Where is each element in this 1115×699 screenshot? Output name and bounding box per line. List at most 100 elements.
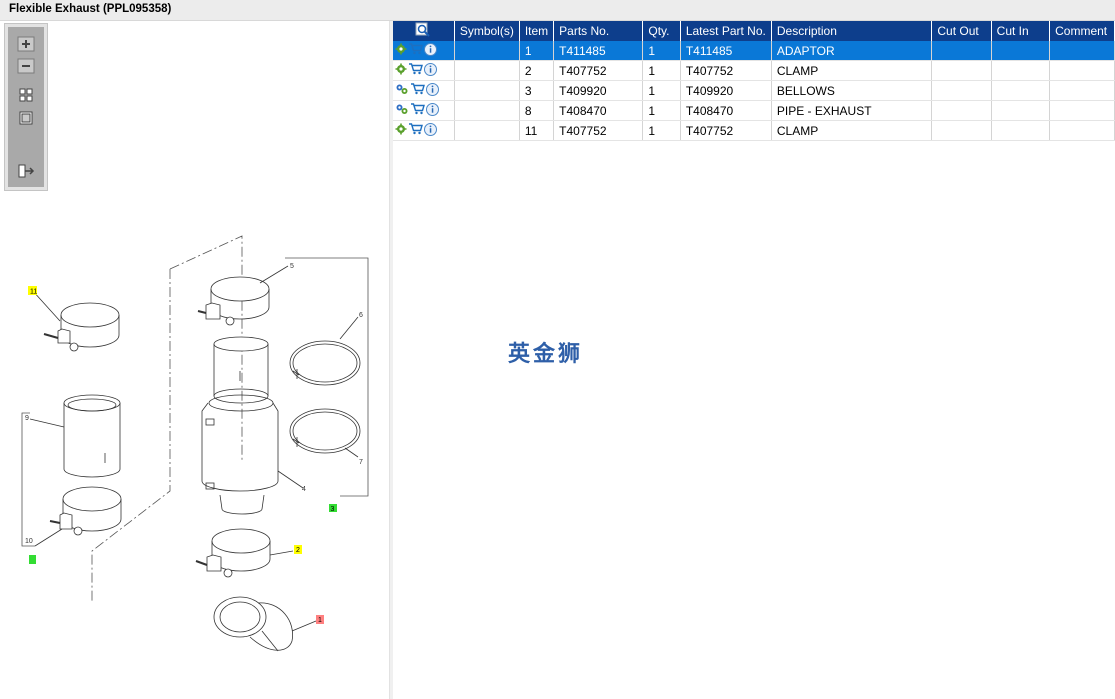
window-title: Flexible Exhaust (PPL095358) <box>9 3 172 15</box>
parts-table: Symbol(s) Item Parts No. Qty. Latest Par… <box>393 21 1115 141</box>
info-icon[interactable] <box>426 82 439 99</box>
actual-size-icon[interactable] <box>17 110 35 126</box>
row-actions <box>393 41 455 61</box>
gear-icon[interactable] <box>395 43 407 58</box>
column-header-parts-no[interactable]: Parts No. <box>553 21 644 41</box>
fit-grid-icon[interactable] <box>17 87 35 103</box>
column-header-cut-in[interactable]: Cut In <box>991 21 1051 41</box>
bellows-drawing <box>201 336 304 515</box>
cart-icon[interactable] <box>410 83 425 98</box>
callout-1[interactable]: 1 <box>318 617 322 624</box>
cell-description: ADAPTOR <box>771 41 933 61</box>
cell-description: CLAMP <box>771 60 933 81</box>
cell-parts-no: T411485 <box>553 41 644 61</box>
callout-9[interactable]: 9 <box>25 415 29 422</box>
callout-6[interactable]: 6 <box>359 312 363 319</box>
cell-cut-out <box>931 60 992 81</box>
cell-cut-out <box>931 120 992 141</box>
callout-7[interactable]: 7 <box>359 459 363 466</box>
search-parts-icon[interactable] <box>415 22 431 37</box>
cell-qty: 1 <box>642 100 681 121</box>
cell-qty: 1 <box>642 60 681 81</box>
column-header-actions[interactable] <box>393 21 455 41</box>
column-header-symbols[interactable]: Symbol(s) <box>454 21 520 41</box>
cell-latest-part-no: T409920 <box>680 80 772 101</box>
clamp-2-drawing <box>195 528 294 578</box>
watermark: 英金狮 <box>508 342 584 367</box>
clamp-5-drawing <box>197 265 289 326</box>
gear-icon[interactable] <box>395 103 409 118</box>
table-header-row: Symbol(s) Item Parts No. Qty. Latest Par… <box>393 21 1115 41</box>
cell-item: 2 <box>519 60 555 81</box>
callout-11[interactable]: 11 <box>30 289 37 296</box>
cell-cut-in <box>991 60 1051 81</box>
callout-2[interactable]: 2 <box>296 547 300 554</box>
cell-latest-part-no: T407752 <box>680 120 772 141</box>
zoom-toolbox <box>4 23 48 191</box>
cell-description: CLAMP <box>771 120 933 141</box>
cart-icon[interactable] <box>408 123 423 138</box>
adaptor-1-drawing <box>213 596 317 652</box>
cart-icon[interactable] <box>408 43 423 58</box>
clamp-10-drawing <box>34 486 122 547</box>
cell-comment <box>1049 80 1115 101</box>
cell-latest-part-no: T407752 <box>680 60 772 81</box>
gear-icon[interactable] <box>395 83 409 98</box>
info-icon[interactable] <box>424 122 437 139</box>
cell-symbols <box>454 41 520 61</box>
info-icon[interactable] <box>424 62 437 79</box>
gear-icon[interactable] <box>395 123 407 138</box>
cell-parts-no: T407752 <box>553 60 644 81</box>
gear-icon[interactable] <box>395 63 407 78</box>
cell-qty: 1 <box>642 80 681 101</box>
pane-splitter[interactable] <box>389 21 394 699</box>
cell-comment <box>1049 120 1115 141</box>
cell-item: 1 <box>519 41 555 61</box>
cell-qty: 1 <box>642 120 681 141</box>
column-header-item[interactable]: Item <box>519 21 555 41</box>
export-icon[interactable] <box>17 163 35 179</box>
row-actions <box>393 120 455 141</box>
cell-parts-no: T409920 <box>553 80 644 101</box>
rings-drawing <box>289 316 361 458</box>
cell-parts-no: T408470 <box>553 100 644 121</box>
callout-4[interactable]: 4 <box>302 486 306 493</box>
column-header-latest-part-no[interactable]: Latest Part No. <box>680 21 772 41</box>
cell-comment <box>1049 41 1115 61</box>
cell-item: 11 <box>519 120 555 141</box>
callout-10[interactable]: 10 <box>25 538 33 545</box>
cell-cut-out <box>931 41 992 61</box>
pipe-9-drawing <box>29 394 121 478</box>
info-icon[interactable] <box>424 42 437 59</box>
zoom-out-icon[interactable] <box>17 58 35 74</box>
column-header-comment[interactable]: Comment <box>1049 21 1115 41</box>
clamp-11-drawing <box>31 289 120 352</box>
cart-icon[interactable] <box>408 63 423 78</box>
column-header-qty[interactable]: Qty. <box>642 21 681 41</box>
callout-5[interactable]: 5 <box>290 263 294 270</box>
cell-symbols <box>454 80 520 101</box>
row-actions <box>393 60 455 81</box>
cell-cut-in <box>991 41 1051 61</box>
cell-parts-no: T407752 <box>553 120 644 141</box>
cell-cut-out <box>931 100 992 121</box>
row-actions <box>393 100 455 121</box>
diagram-pane[interactable]: 11 9 10 5 6 7 4 3 2 1 <box>0 21 389 699</box>
cell-item: 3 <box>519 80 555 101</box>
callout-3[interactable]: 3 <box>331 506 335 513</box>
zoom-in-icon[interactable] <box>17 36 35 52</box>
column-header-cut-out[interactable]: Cut Out <box>931 21 992 41</box>
row-actions <box>393 80 455 101</box>
info-icon[interactable] <box>426 102 439 119</box>
cell-description: BELLOWS <box>771 80 933 101</box>
cart-icon[interactable] <box>410 103 425 118</box>
cell-cut-in <box>991 120 1051 141</box>
cell-comment <box>1049 60 1115 81</box>
cell-qty: 1 <box>642 41 681 61</box>
column-header-description[interactable]: Description <box>771 21 933 41</box>
